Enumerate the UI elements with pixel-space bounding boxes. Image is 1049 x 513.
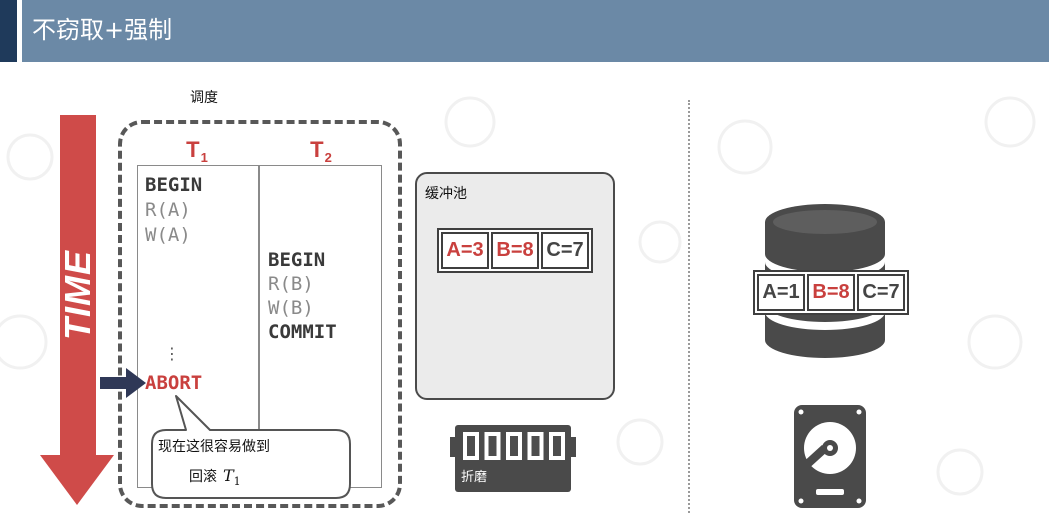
- t1-ellipsis: ⋮: [164, 344, 180, 363]
- buffer-cell-c: C=7: [541, 232, 589, 269]
- t1-header-letter: T: [186, 137, 200, 162]
- t2-header: T2: [301, 137, 341, 166]
- disk-cell-c: C=7: [857, 274, 905, 311]
- buffer-cell-a: A=3: [441, 232, 489, 269]
- callout-math-var: T: [223, 466, 234, 485]
- buffer-pool-label: 缓冲池: [425, 186, 467, 202]
- t2-header-sub: 2: [324, 150, 332, 165]
- time-arrow-shaft: [60, 115, 96, 456]
- buffer-pool: [415, 172, 615, 400]
- t2-op-read: R(B): [268, 273, 314, 295]
- background-watermark: [0, 96, 1036, 496]
- t2-op-write: W(B): [268, 297, 314, 319]
- memory-icon: [450, 425, 576, 492]
- disk-cell-a: A=1: [757, 274, 805, 311]
- t1-op-begin: BEGIN: [145, 174, 203, 196]
- time-arrow-head: [40, 455, 114, 505]
- callout-line2: 回滚 T1: [189, 466, 241, 488]
- t1-op-write: W(A): [145, 224, 191, 246]
- hard-drive-icon: [794, 405, 866, 508]
- t1-op-abort: ABORT: [145, 372, 203, 394]
- time-label: TIME: [57, 250, 98, 340]
- header-accent-block: [0, 0, 17, 62]
- buffer-cell-b: B=8: [491, 232, 539, 269]
- page-title: 不窃取+强制: [32, 16, 173, 44]
- callout-rollback-text: 回滚: [189, 469, 217, 485]
- disk-cell-b: B=8: [807, 274, 855, 311]
- memory-label: 折磨: [461, 470, 488, 485]
- t2-op-begin: BEGIN: [268, 249, 326, 271]
- t1-header-sub: 1: [200, 150, 208, 165]
- buffer-pool-cells: A=3 B=8 C=7: [437, 228, 593, 273]
- arrow-right-icon: [100, 368, 146, 398]
- t2-op-commit: COMMIT: [268, 321, 337, 343]
- header-bar: [22, 0, 1049, 62]
- callout-bubble: [151, 395, 351, 499]
- disk-cells: A=1 B=8 C=7: [753, 270, 909, 315]
- arrow-down-icon: [40, 115, 114, 505]
- schedule-frame: [118, 120, 402, 508]
- schedule-label: 调度: [190, 90, 218, 106]
- t1-header: T1: [177, 137, 217, 166]
- callout-math-sub: 1: [233, 475, 241, 488]
- t1-op-read: R(A): [145, 199, 191, 221]
- transaction-column-divider: [258, 165, 260, 488]
- callout-line1: 现在这很容易做到: [158, 439, 270, 455]
- section-divider: [688, 100, 690, 513]
- t2-header-letter: T: [310, 137, 324, 162]
